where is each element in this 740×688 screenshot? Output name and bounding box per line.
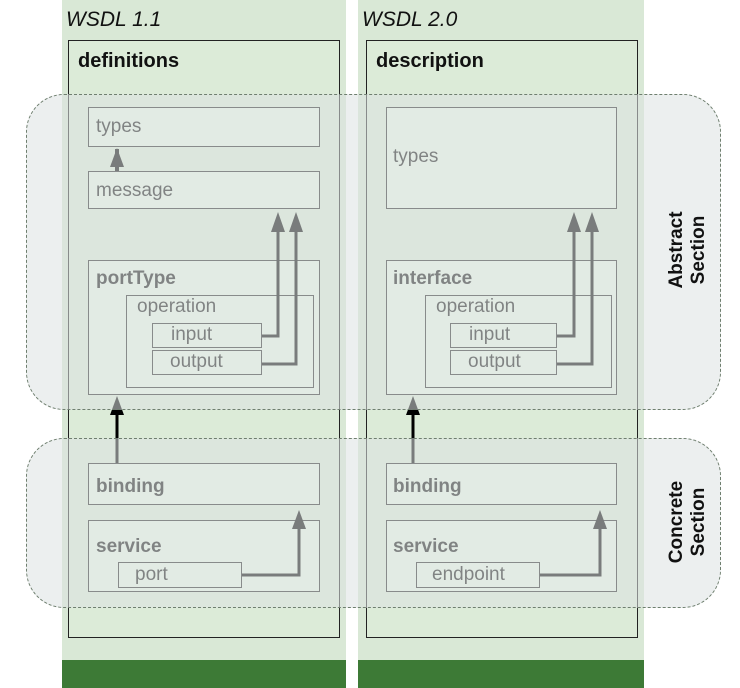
concrete-label-line1: Concrete <box>666 480 687 564</box>
description-label: description <box>376 50 484 72</box>
abstract-section-region <box>26 94 721 410</box>
concrete-section-region <box>26 438 721 608</box>
definitions-label: definitions <box>78 50 180 72</box>
abstract-label-line1: Abstract <box>666 211 687 289</box>
concrete-section-label: Concrete Section <box>666 462 710 582</box>
abstract-label-line2: Section <box>688 215 709 285</box>
concrete-label-line2: Section <box>688 487 709 557</box>
wsdl11-title: WSDL 1.1 <box>66 8 162 31</box>
abstract-section-label: Abstract Section <box>666 190 710 310</box>
wsdl20-title: WSDL 2.0 <box>362 8 458 31</box>
